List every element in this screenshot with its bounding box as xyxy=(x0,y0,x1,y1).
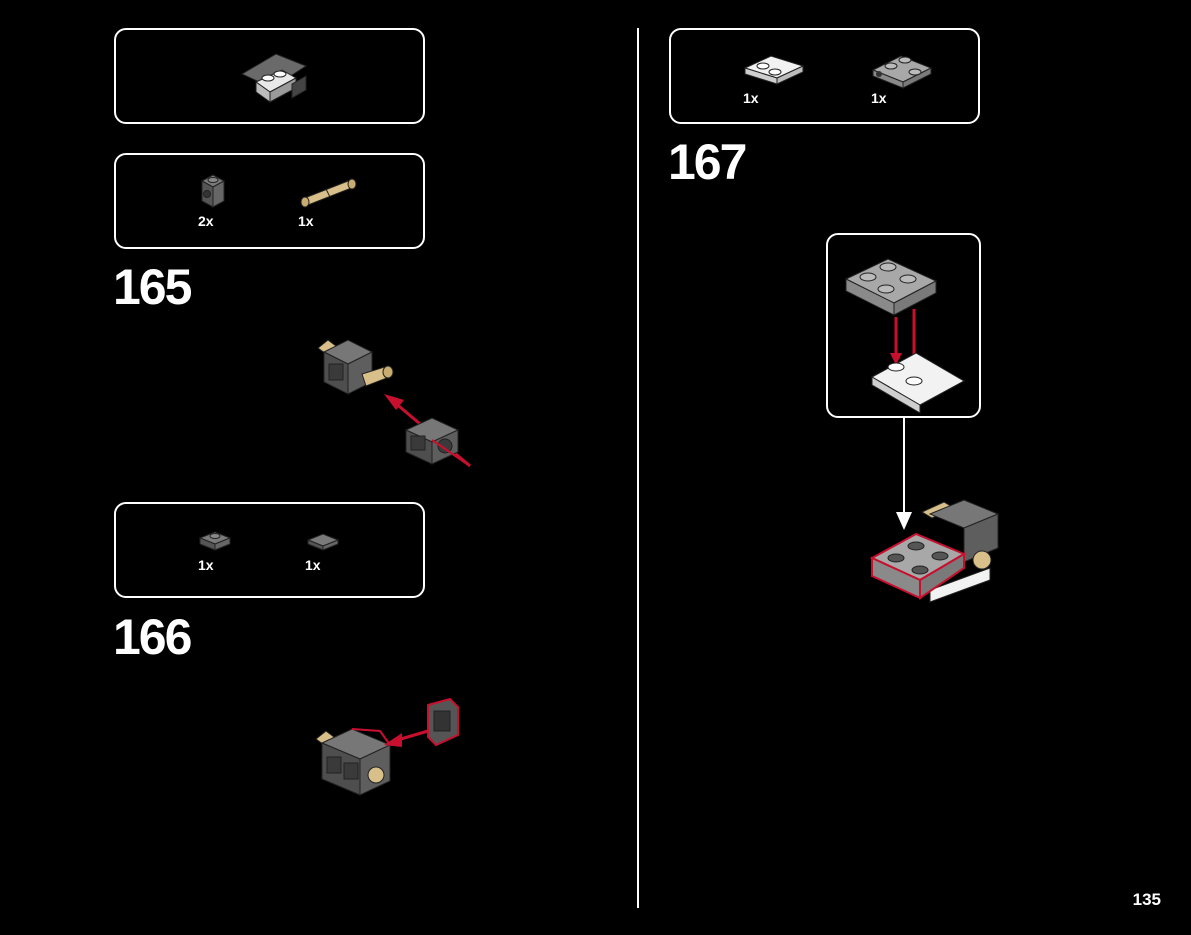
step-number: 165 xyxy=(113,262,190,312)
part-quantity: 1x xyxy=(298,213,314,229)
part-quantity: 1x xyxy=(305,557,321,573)
step-167-callout-box xyxy=(826,233,981,418)
technic-brick-1x1-icon xyxy=(198,173,228,209)
plate-1x1-icon xyxy=(198,528,232,552)
step-165-build-illustration xyxy=(310,330,480,475)
part-quantity: 1x xyxy=(871,90,887,106)
step-number: 166 xyxy=(113,612,190,662)
tile-1x1-icon xyxy=(306,532,340,552)
part-quantity: 1x xyxy=(743,90,759,106)
callout-subassembly-image xyxy=(842,245,968,410)
subassembly-preview-image xyxy=(236,44,316,110)
plate-2x2-icon xyxy=(869,48,935,92)
plate-2x2-corner-icon xyxy=(741,50,805,90)
step-166-parts-list: 1x 1x xyxy=(114,502,425,598)
subassembly-preview-box xyxy=(114,28,425,124)
step-167-build-illustration xyxy=(860,418,1010,610)
step-165-parts-list: 2x 1x xyxy=(114,153,425,249)
page-number: 135 xyxy=(1133,890,1161,910)
part-quantity: 2x xyxy=(198,213,214,229)
step-number: 167 xyxy=(668,137,745,187)
page-divider xyxy=(637,28,639,908)
part-quantity: 1x xyxy=(198,557,214,573)
step-167-parts-list: 1x 1x xyxy=(669,28,980,124)
technic-pin-icon xyxy=(296,175,362,209)
step-166-build-illustration xyxy=(310,695,470,810)
